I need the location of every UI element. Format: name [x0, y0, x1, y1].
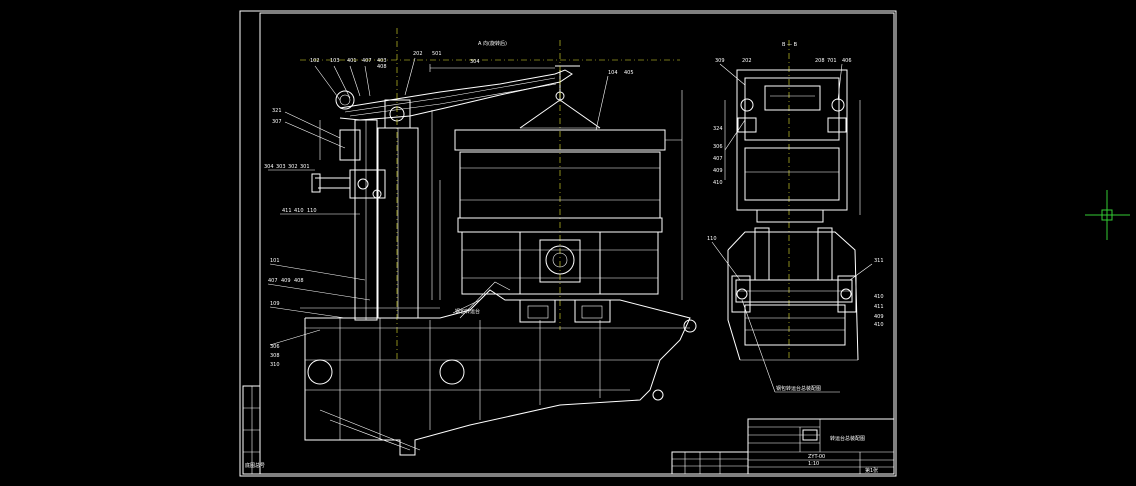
svg-text:410: 410 — [713, 180, 723, 186]
right-view-top — [724, 69, 861, 223]
svg-text:307: 307 — [272, 119, 282, 125]
svg-text:304: 304 — [264, 164, 274, 170]
svg-text:301: 301 — [300, 164, 310, 170]
title-block: 转运台总装配图 ZYT-00 1:10 第1张 — [671, 418, 895, 475]
support-column — [311, 119, 419, 321]
svg-text:101: 101 — [270, 258, 280, 264]
svg-text:409: 409 — [874, 314, 884, 320]
note-text-right: 钢包转运台总装配图 — [776, 385, 821, 392]
svg-text:403: 403 — [377, 58, 387, 64]
drawing-inner-frame — [259, 12, 895, 475]
svg-text:408: 408 — [377, 64, 387, 70]
svg-text:407: 407 — [362, 58, 372, 64]
svg-text:406: 406 — [842, 58, 852, 64]
svg-text:109: 109 — [270, 301, 280, 307]
svg-text:701: 701 — [827, 58, 837, 64]
top-callouts: 102 103 401 407 403 408 202 501 304 104 … — [310, 51, 634, 131]
svg-text:110: 110 — [307, 208, 317, 214]
crosshair-cursor-icon — [1085, 190, 1130, 240]
svg-text:401: 401 — [347, 58, 357, 64]
svg-text:407: 407 — [268, 278, 278, 284]
svg-text:410: 410 — [874, 294, 884, 300]
note-text-left: 钢包转运台 — [455, 308, 480, 315]
svg-text:309: 309 — [715, 58, 725, 64]
svg-text:202: 202 — [413, 51, 423, 57]
svg-text:102: 102 — [310, 58, 320, 64]
left-callouts: 321 307 304 303 302 301 411 410 110 101 … — [264, 108, 371, 368]
svg-text:310: 310 — [270, 362, 280, 368]
svg-text:306: 306 — [713, 144, 723, 150]
ladle-body — [454, 90, 683, 300]
section-a-title: A 向(旋转后) — [478, 40, 507, 47]
svg-text:409: 409 — [713, 168, 723, 174]
svg-text:410: 410 — [874, 322, 884, 328]
side-strip-label: 底图总号 — [245, 462, 265, 469]
base-frame — [304, 281, 697, 456]
svg-text:308: 308 — [270, 353, 280, 359]
svg-text:104: 104 — [608, 70, 618, 76]
svg-text:103: 103 — [330, 58, 340, 64]
svg-text:411: 411 — [874, 304, 884, 310]
drawing-outer-frame — [239, 10, 897, 477]
svg-text:306: 306 — [270, 344, 280, 350]
svg-text:208: 208 — [815, 58, 825, 64]
drawing-sheet: 第1张 — [865, 467, 878, 474]
svg-text:303: 303 — [276, 164, 286, 170]
svg-text:302: 302 — [288, 164, 298, 170]
svg-text:410: 410 — [294, 208, 304, 214]
svg-text:407: 407 — [713, 156, 723, 162]
svg-text:311: 311 — [874, 258, 884, 264]
svg-text:324: 324 — [713, 126, 723, 132]
drawing-name: 转运台总装配图 — [830, 435, 865, 442]
svg-text:202: 202 — [742, 58, 752, 64]
svg-text:304: 304 — [470, 59, 480, 65]
svg-text:409: 409 — [281, 278, 291, 284]
svg-text:405: 405 — [624, 70, 634, 76]
svg-text:501: 501 — [432, 51, 442, 57]
slewing-arm — [335, 65, 580, 129]
svg-text:408: 408 — [294, 278, 304, 284]
svg-text:321: 321 — [272, 108, 282, 114]
drawing-number: ZYT-00 — [808, 454, 825, 460]
drawing-scale: 1:10 — [808, 461, 819, 467]
svg-text:411: 411 — [282, 208, 292, 214]
right-view-bottom — [727, 227, 859, 361]
section-b-title: B — B — [782, 42, 798, 48]
svg-text:110: 110 — [707, 236, 717, 242]
side-strip: 底图总号 — [242, 385, 265, 475]
right-view-callouts: 309 202 208 701 406 324 306 407 409 410 … — [707, 58, 884, 393]
